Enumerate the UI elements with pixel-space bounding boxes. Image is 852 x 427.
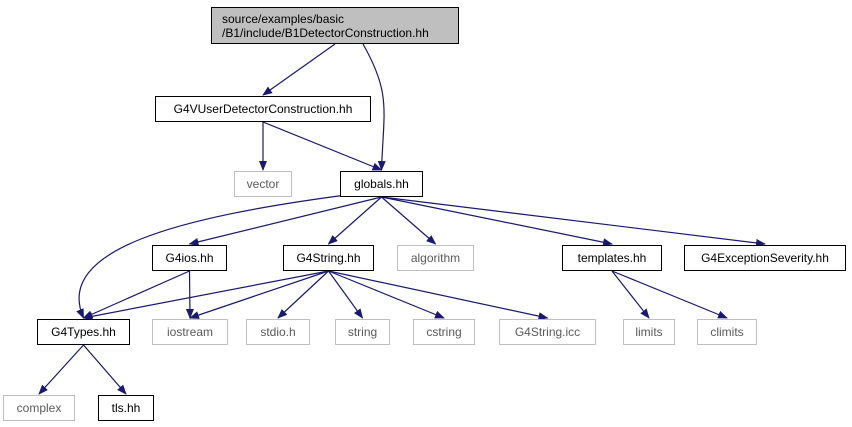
root-file-node: source/examples/basic /B1/include/B1Dete… — [211, 7, 459, 44]
edge-globals-to-algorithm — [381, 196, 437, 245]
node-g4vuserdetectorconstruction[interactable]: G4VUserDetectorConstruction.hh — [155, 96, 371, 122]
node-g4string[interactable]: G4String.hh — [283, 245, 374, 271]
node-g4types[interactable]: G4Types.hh — [37, 319, 130, 345]
node-cstring: cstring — [413, 319, 475, 345]
node-g4exceptionseverity[interactable]: G4ExceptionSeverity.hh — [684, 245, 846, 271]
edge-g4string-to-stdio — [277, 270, 329, 319]
edge-g4types-to-complex — [38, 344, 84, 395]
edge-templates-to-limits — [611, 270, 650, 319]
edge-globals-to-g4string — [327, 196, 382, 245]
edge-g4vuser-to-globals — [262, 121, 383, 171]
edge-templates-to-climits — [611, 270, 728, 319]
edge-g4string-to-string — [328, 270, 364, 319]
edge-g4string-to-cstring — [328, 270, 445, 319]
node-complex: complex — [3, 395, 75, 421]
node-globals[interactable]: globals.hh — [340, 171, 423, 197]
edge-g4ios-to-g4types — [82, 270, 190, 319]
edge-root-to-g4vuser — [262, 43, 336, 96]
edge-g4string-to-g4types — [82, 270, 329, 321]
node-limits: limits — [623, 319, 675, 345]
edge-g4string-to-iostream — [189, 270, 329, 319]
node-templates[interactable]: templates.hh — [562, 245, 662, 271]
node-iostream: iostream — [152, 319, 228, 345]
node-g4ios[interactable]: G4ios.hh — [152, 245, 227, 271]
edge-globals-to-templates — [381, 196, 613, 247]
node-tls[interactable]: tls.hh — [98, 395, 154, 421]
node-algorithm: algorithm — [397, 245, 474, 271]
edge-g4string-to-g4stringicc — [328, 270, 549, 321]
edge-globals-to-g4types — [76, 194, 347, 319]
edge-globals-to-g4ios — [188, 196, 382, 246]
node-string: string — [335, 319, 390, 345]
node-climits: climits — [697, 319, 757, 345]
root-file-path-line2: /B1/include/B1DetectorConstruction.hh — [222, 25, 429, 40]
node-g4stringicc: G4String.icc — [499, 319, 596, 345]
edge-root-to-globals — [362, 43, 386, 171]
root-file-path-line1: source/examples/basic — [222, 11, 345, 26]
edge-g4ios-to-iostream — [185, 270, 194, 319]
node-stdio: stdio.h — [246, 319, 310, 345]
node-vector: vector — [234, 171, 292, 197]
edge-globals-to-g4exception — [381, 196, 766, 247]
edge-g4types-to-tls — [83, 344, 127, 395]
